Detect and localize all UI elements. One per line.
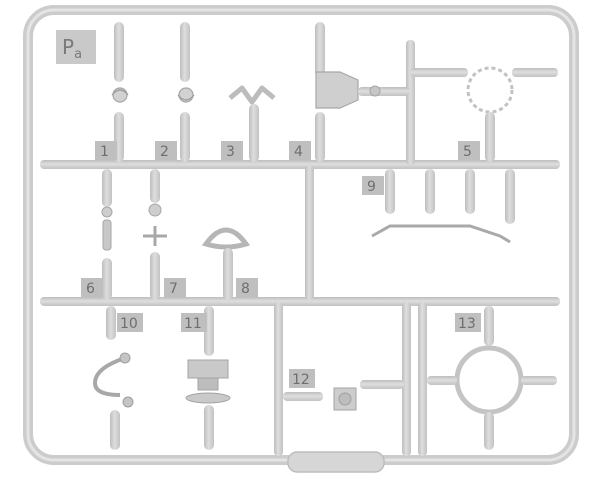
part-12 — [283, 380, 404, 411]
part-number-1: 1 — [100, 144, 109, 160]
part-10 — [92, 306, 134, 450]
sprue-code: Pa — [62, 35, 82, 62]
part-9 — [371, 169, 515, 244]
part-5 — [410, 66, 558, 162]
part-11 — [185, 306, 231, 450]
part-number-12: 12 — [292, 372, 310, 388]
part-13 — [427, 306, 557, 450]
part-number-7: 7 — [169, 281, 178, 297]
part-number-4: 4 — [294, 144, 303, 160]
part-number-5: 5 — [463, 144, 472, 160]
label-tabs — [56, 30, 481, 388]
part-number-2: 2 — [160, 144, 169, 160]
part-1 — [111, 22, 129, 162]
part-7 — [143, 169, 167, 300]
part-number-8: 8 — [241, 281, 250, 297]
part-2 — [177, 22, 195, 162]
part-number-9: 9 — [367, 179, 376, 195]
bottom-gate-tab — [287, 451, 385, 473]
part-4 — [315, 22, 410, 162]
part-number-6: 6 — [86, 281, 95, 297]
part-8 — [201, 227, 251, 300]
part-number-3: 3 — [226, 144, 235, 160]
part-number-13: 13 — [458, 316, 476, 332]
part-3 — [228, 85, 276, 162]
part-number-labels: 1 2 3 4 5 9 6 7 8 10 11 12 13 — [86, 144, 476, 388]
part-number-10: 10 — [120, 316, 138, 332]
part-6 — [101, 169, 113, 300]
part-number-11: 11 — [184, 316, 202, 332]
runners — [40, 160, 560, 306]
